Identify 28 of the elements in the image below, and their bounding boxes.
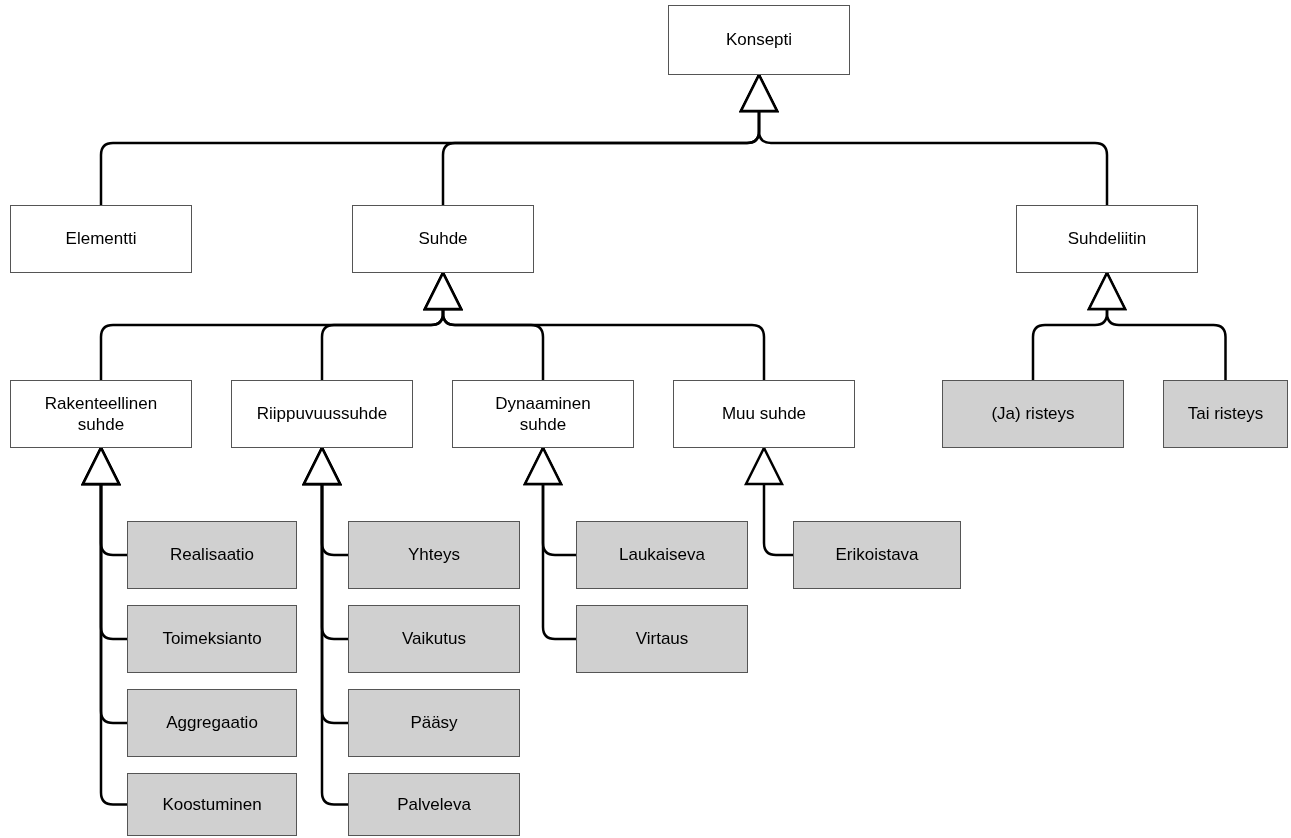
concept-box: Virtaus	[576, 605, 748, 673]
concept-box: Toimeksianto	[127, 605, 297, 673]
concept-box: Yhteys	[348, 521, 520, 589]
concept-box: Elementti	[10, 205, 192, 273]
generalization-arrow	[81, 446, 127, 806]
concept-box: Laukaiseva	[576, 521, 748, 589]
concept-box: Dynaaminen suhde	[452, 380, 634, 448]
concept-box: Pääsy	[348, 689, 520, 757]
concept-box: Suhdeliitin	[1016, 205, 1198, 273]
concept-box: Aggregaatio	[127, 689, 297, 757]
concept-box: (Ja) risteys	[942, 380, 1124, 448]
concept-box: Riippuvuussuhde	[231, 380, 413, 448]
generalization-arrow	[523, 446, 576, 641]
concept-box: Suhde	[352, 205, 534, 273]
generalization-arrow	[423, 271, 766, 380]
concept-box: Rakenteellinen suhde	[10, 380, 192, 448]
concept-box: Tai risteys	[1163, 380, 1288, 448]
generalization-arrow	[744, 446, 793, 557]
concept-box: Koostuminen	[127, 773, 297, 836]
concept-box: Erikoistava	[793, 521, 961, 589]
generalization-arrow	[302, 446, 348, 806]
generalization-arrow	[739, 73, 1109, 205]
concept-box: Vaikutus	[348, 605, 520, 673]
concept-box: Palveleva	[348, 773, 520, 836]
concept-box: Konsepti	[668, 5, 850, 75]
generalization-arrow	[1087, 271, 1227, 380]
concept-box: Muu suhde	[673, 380, 855, 448]
concept-box: Realisaatio	[127, 521, 297, 589]
